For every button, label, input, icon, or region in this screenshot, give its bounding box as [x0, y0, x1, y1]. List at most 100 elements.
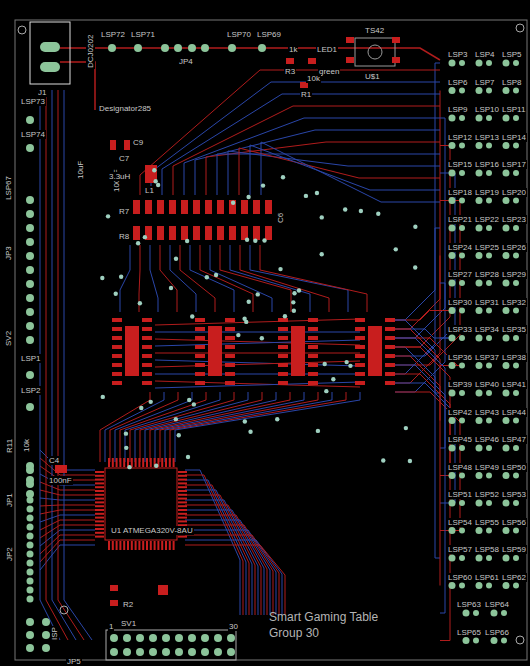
via	[190, 314, 194, 318]
ic-pin	[142, 354, 152, 358]
ic-pin	[157, 541, 159, 550]
ic-pin	[123, 458, 125, 467]
part-label: LSP62	[501, 573, 527, 582]
trace	[250, 145, 440, 195]
ic-pin	[169, 458, 171, 467]
ic-pin	[385, 327, 395, 331]
trace	[170, 245, 196, 312]
part-label: LSP63	[456, 600, 482, 609]
trace	[162, 94, 440, 195]
trace	[395, 311, 450, 321]
pad	[476, 417, 483, 424]
pad	[459, 583, 465, 589]
ic-pin	[355, 336, 365, 340]
ic-pin	[225, 336, 235, 340]
pad	[513, 170, 519, 176]
ic-pin	[385, 372, 395, 376]
part-label: C6	[276, 212, 285, 224]
pad	[26, 144, 34, 152]
part-label: LSP38	[501, 353, 527, 362]
pad	[503, 555, 510, 562]
ic-pin	[355, 345, 365, 349]
via	[291, 300, 295, 304]
pad	[27, 542, 34, 549]
via	[242, 317, 246, 321]
via	[261, 183, 265, 187]
pad	[26, 336, 34, 344]
trace	[395, 63, 440, 320]
part-label: 10k	[306, 74, 321, 83]
ic-pin	[119, 458, 121, 467]
ic-body	[291, 326, 305, 376]
ic-pin	[95, 490, 104, 492]
pad	[26, 631, 34, 639]
pad	[513, 280, 519, 286]
pad	[108, 44, 116, 52]
pad	[476, 307, 483, 314]
ic-pin	[278, 354, 288, 358]
pad	[513, 528, 519, 534]
smd-pad	[158, 585, 168, 595]
ic-pin	[142, 372, 152, 376]
part-label: U$1	[364, 72, 381, 81]
trace	[185, 525, 273, 615]
pad	[476, 170, 483, 177]
ic-pin	[169, 541, 171, 550]
board-note: Smart Gaming Table	[268, 610, 379, 624]
pad	[26, 266, 34, 274]
ic-pin	[95, 501, 104, 503]
ic-pin	[112, 381, 122, 385]
via	[404, 426, 408, 430]
pad	[513, 555, 519, 561]
smd-pad	[181, 226, 188, 240]
pad	[449, 87, 456, 94]
pad	[449, 417, 456, 424]
board-outline	[15, 20, 527, 660]
pad	[476, 335, 483, 342]
part-label: LSP41	[501, 380, 527, 389]
ic-pin	[195, 381, 205, 385]
ic-pin	[138, 541, 140, 550]
part-label: JP2	[5, 546, 14, 562]
part-label: LSP56	[501, 518, 527, 527]
pad	[513, 88, 519, 94]
pad	[26, 644, 34, 652]
pad	[27, 515, 34, 522]
via	[256, 292, 260, 296]
pad	[110, 648, 118, 656]
pad	[501, 638, 507, 644]
pad	[449, 252, 456, 259]
ic-pin	[142, 318, 152, 322]
part-label: LSP10	[474, 105, 500, 114]
part-label: LSP43	[474, 408, 500, 417]
ic-pin	[146, 458, 148, 467]
smd-pad	[169, 200, 176, 214]
part-label: LSP29	[501, 270, 527, 279]
part-label: LSP50	[501, 463, 527, 472]
trace	[395, 383, 455, 503]
pad	[459, 170, 465, 176]
via	[315, 191, 319, 195]
ic-pin	[95, 482, 104, 484]
via	[245, 238, 249, 242]
trace	[239, 148, 440, 195]
pad	[459, 60, 465, 66]
ic-pin	[95, 520, 104, 522]
ic-pin	[278, 363, 288, 367]
smd-pad	[265, 226, 272, 240]
part-label: U1 ATMEGA320V-8AU	[110, 526, 194, 535]
part-label: LSP16	[474, 160, 500, 169]
via	[192, 402, 196, 406]
part-label: DCJ0202	[86, 34, 95, 69]
smd-pad	[217, 200, 224, 214]
ic-pin	[138, 458, 140, 467]
smd-pad	[346, 37, 354, 43]
ic-pin	[195, 327, 205, 331]
pad	[175, 648, 183, 656]
via	[381, 458, 385, 462]
ic-pin	[178, 513, 187, 515]
pad	[26, 480, 34, 488]
trace	[185, 510, 264, 615]
via	[124, 431, 128, 435]
part-label: LSP32	[501, 298, 527, 307]
